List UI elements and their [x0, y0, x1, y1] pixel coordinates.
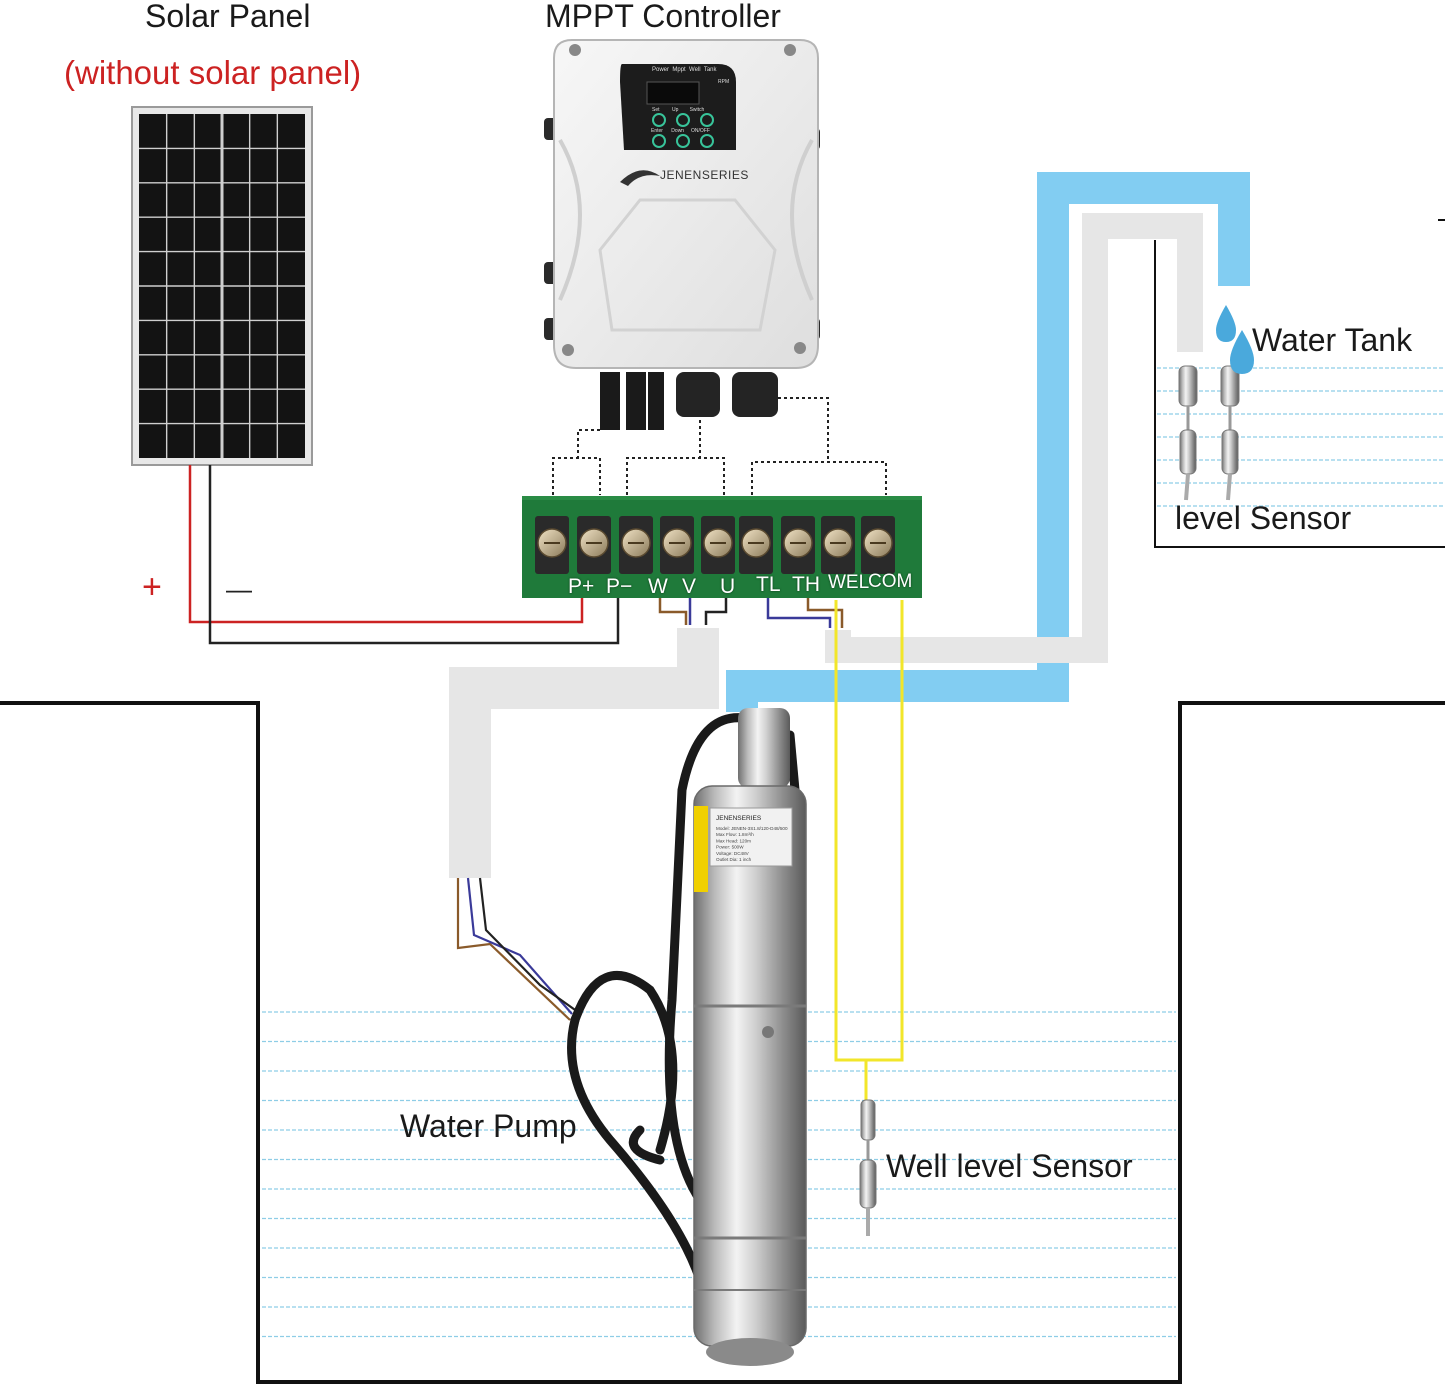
positive-sign: +: [142, 568, 162, 606]
dotted-connections: [552, 397, 887, 495]
tank-sensor-wires: [766, 598, 844, 628]
well-level-sensor-label: Well level Sensor: [886, 1148, 1133, 1184]
tank-water: [1157, 367, 1445, 507]
float-tail: [1226, 473, 1232, 501]
terminal-p-minus: P−: [606, 575, 633, 598]
float-ball: [1221, 429, 1239, 475]
water-drop-icon: [1216, 305, 1254, 374]
well-float-switch-icon: [859, 1099, 877, 1236]
float-ball: [1179, 429, 1197, 475]
solar-panel-label: Solar Panel: [145, 0, 311, 34]
pump-cable-wires: [456, 877, 579, 1021]
pump-cable: [567, 713, 800, 1285]
pump-label-plate: JENENSERIES Model: JENEN-3S1.8/120-D48/50…: [716, 815, 788, 862]
terminal-p-plus: P+: [568, 575, 595, 598]
positive-wire: [188, 465, 584, 624]
button-label-switch: Switch: [689, 107, 705, 113]
controller-panel-labels: Power Mppt Well Tank: [652, 67, 717, 73]
terminal-board: [522, 496, 922, 598]
pump-wires: [658, 598, 728, 625]
without-panel-note: (without solar panel): [64, 54, 362, 91]
controller-brand: JENENSERIES: [660, 168, 749, 182]
terminal-v: V: [682, 575, 697, 598]
well-sensor-wire: [834, 600, 904, 1062]
pump-spec-line: Voltage: DC48V: [716, 851, 750, 856]
panel-label-mppt: Mppt: [672, 67, 686, 73]
negative-sign: —: [226, 574, 252, 604]
button-label-set: Set: [652, 107, 660, 113]
panel-label-power: Power: [652, 67, 670, 73]
controller-button-labels-top: Set Up Switch: [652, 108, 704, 113]
float-body: [1178, 365, 1198, 407]
terminal-tl: TL: [756, 573, 781, 596]
float-switch-icon: [1178, 365, 1240, 501]
pump-cable-conduit: [449, 628, 719, 878]
pump-spec-line: Max Flow: 1.8m³/h: [716, 832, 754, 837]
controller-icon: [544, 39, 820, 430]
controller-label: MPPT Controller: [545, 0, 781, 34]
pump-brand: JENENSERIES: [716, 815, 762, 822]
pump-spec-line: Max Head: 120m: [716, 838, 751, 843]
float-tail: [1184, 473, 1190, 501]
terminal-w: W: [648, 575, 668, 598]
tank-outline: [1154, 240, 1445, 548]
terminal-th: TH: [792, 573, 820, 596]
water-tank-label: Water Tank: [1252, 322, 1413, 358]
button-label-up: Up: [672, 107, 679, 113]
button-label-onoff: ON/OFF: [691, 128, 710, 134]
terminal-wel: WEL: [828, 572, 870, 593]
water-pump-label: Water Pump: [400, 1108, 577, 1144]
panel-label-rpm: RPM: [718, 79, 730, 85]
tank-cable-conduit: [825, 213, 1203, 663]
pump-spec-line: Outlet Dia: 1 inch: [716, 857, 752, 862]
terminal-com: COM: [868, 571, 913, 592]
button-label-down: Down: [671, 128, 685, 134]
pump-spec-line: Model: JENEN-3S1.8/120-D48/500: [716, 826, 788, 831]
panel-label-tank: Tank: [703, 67, 717, 73]
terminal-u: U: [720, 575, 736, 598]
controller-button-labels-bottom: Enter Down ON/OFF: [651, 129, 710, 134]
tank-level-sensor-label: level Sensor: [1175, 500, 1352, 536]
solar-panel-icon: [131, 106, 313, 466]
panel-label-well: Well: [689, 67, 701, 73]
negative-wire: [208, 465, 620, 645]
water-pipe: [726, 172, 1250, 712]
pump-spec-line: Power: 500W: [716, 845, 744, 850]
pump-icon: [693, 708, 807, 1366]
button-label-enter: Enter: [651, 128, 663, 134]
well-outline: [0, 701, 1445, 1384]
